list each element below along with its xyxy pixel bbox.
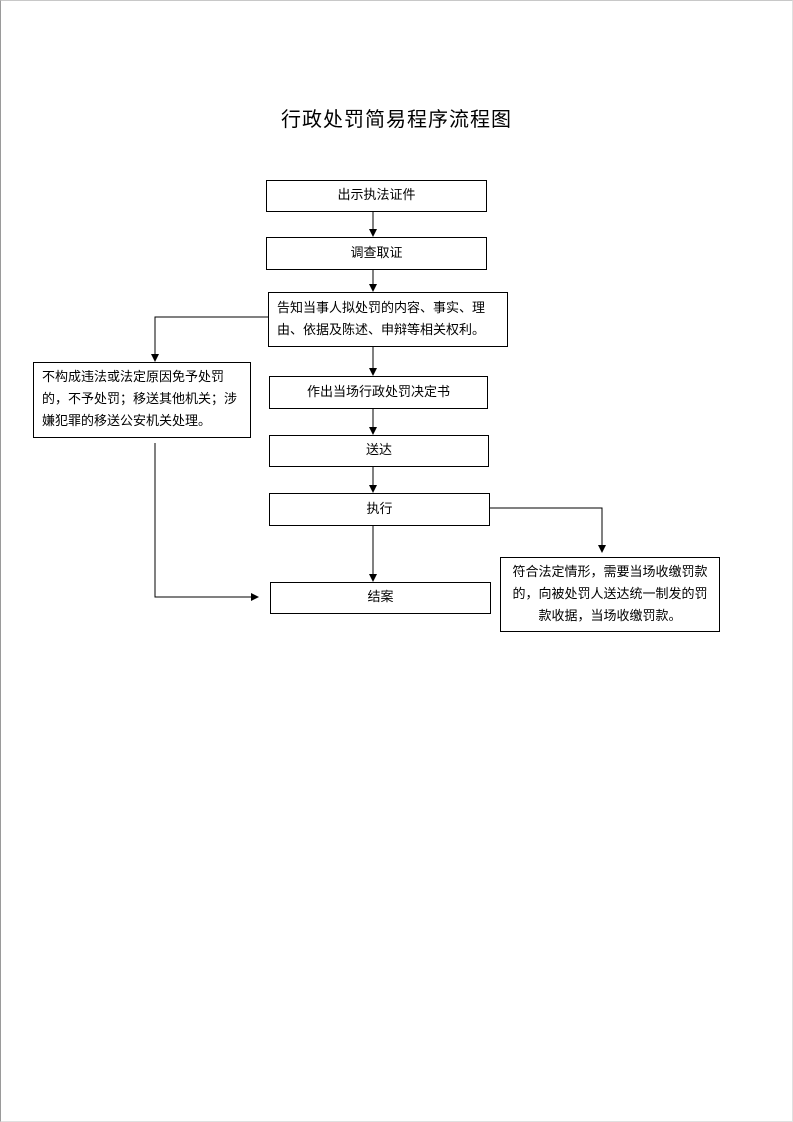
step-show-id: 出示执法证件 [266, 180, 487, 212]
step-investigate-label: 调查取证 [350, 245, 403, 261]
step-close: 结案 [270, 582, 491, 614]
step-close-label: 结案 [367, 590, 394, 605]
side-on-site-fine-label: 符合法定情形，需要当场收缴罚款的，向被处罚人送达统一制发的罚款收据，当场收缴罚款… [512, 564, 708, 624]
step-decision-label: 作出当场行政处罚决定书 [306, 384, 450, 400]
step-decision: 作出当场行政处罚决定书 [269, 376, 488, 409]
step-execute-label: 执行 [366, 501, 393, 517]
side-no-penalty: 不构成违法或法定原因免予处罚的，不予处罚；移送其他机关；涉嫌犯罪的移送公安机关处… [33, 362, 251, 438]
step-inform-label: 告知当事人拟处罚的内容、事实、理由、依据及陈述、申辩等相关权利。 [277, 300, 486, 338]
step-deliver: 送达 [269, 435, 489, 467]
side-on-site-fine: 符合法定情形，需要当场收缴罚款的，向被处罚人送达统一制发的罚款收据，当场收缴罚款… [500, 557, 720, 632]
arrow-execute-to-on-site-fine [490, 507, 606, 553]
side-no-penalty-label: 不构成违法或法定原因免予处罚的，不予处罚；移送其他机关；涉嫌犯罪的移送公安机关处… [42, 370, 238, 429]
step-show-id-label: 出示执法证件 [337, 188, 416, 203]
step-execute: 执行 [269, 493, 490, 526]
page-title: 行政处罚简易程序流程图 [281, 107, 512, 131]
arrow-inform-to-no-penalty [151, 316, 268, 362]
step-investigate: 调查取证 [266, 237, 487, 270]
arrow-no-penalty-to-close [154, 443, 259, 601]
step-inform: 告知当事人拟处罚的内容、事实、理由、依据及陈述、申辩等相关权利。 [268, 292, 508, 347]
step-deliver-label: 送达 [365, 443, 392, 458]
